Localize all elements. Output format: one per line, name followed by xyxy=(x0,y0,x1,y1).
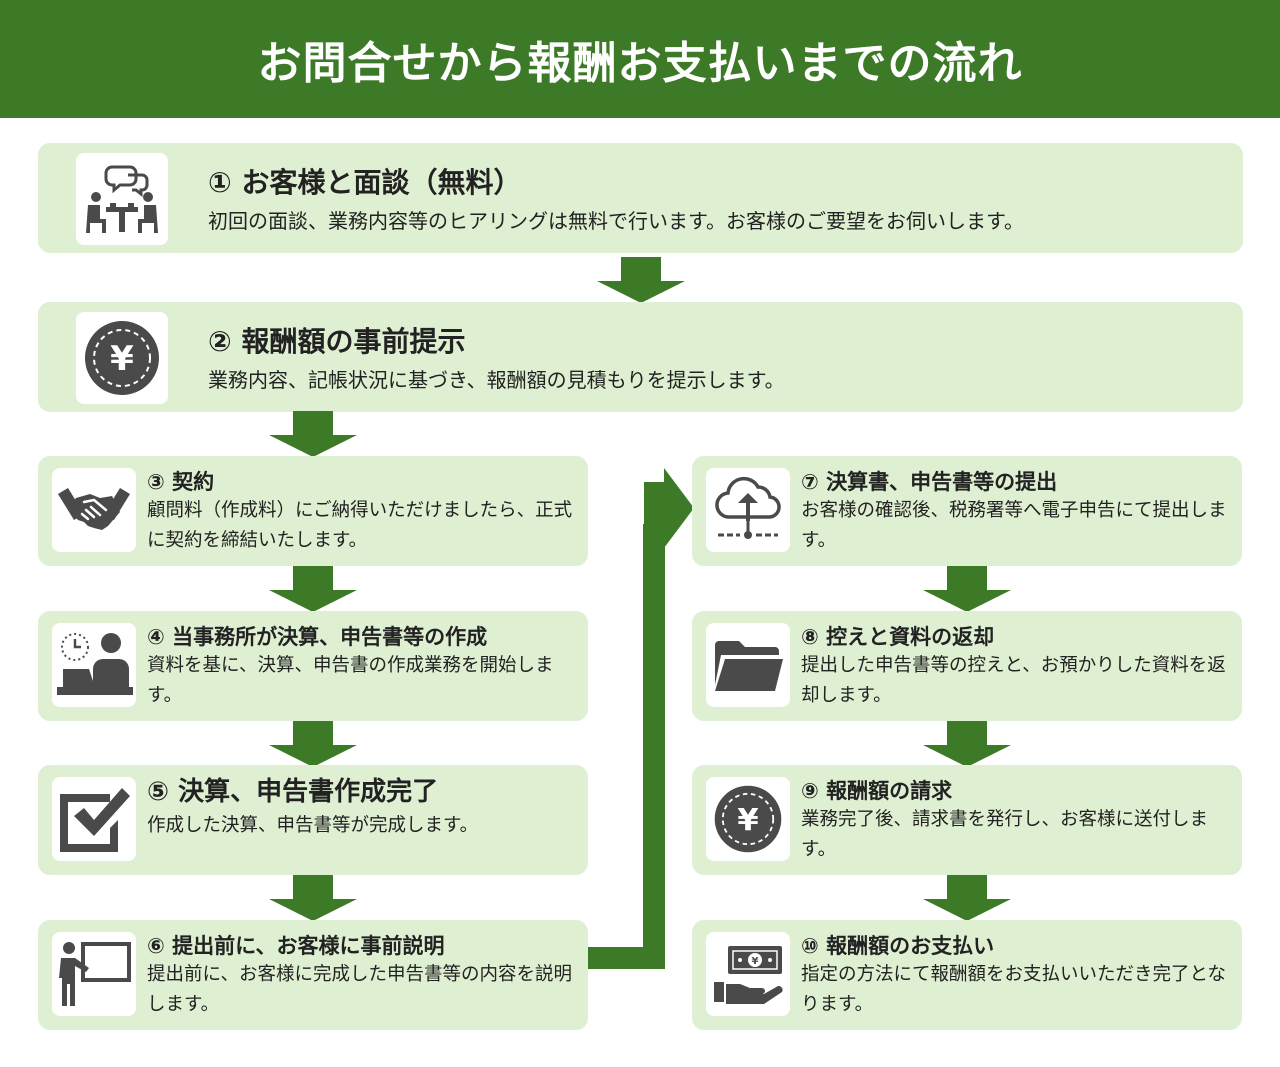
arrow-down-icon xyxy=(269,566,357,612)
step-8-desc: 提出した申告書等の控えと、お預かりした資料を返却します。 xyxy=(801,655,1226,706)
arrow-down-icon xyxy=(923,875,1011,921)
folder-icon xyxy=(706,623,790,707)
header-banner: お問合せから報酬お支払いまでの流れ xyxy=(0,0,1280,118)
arrow-down-icon xyxy=(269,721,357,767)
page-title: お問合せから報酬お支払いまでの流れ xyxy=(257,38,1023,89)
svg-text:¥: ¥ xyxy=(737,803,758,838)
step-9-card: ¥ ⑨ 報酬額の請求 業務完了後、請求書を発行し、お客様に送付します。 xyxy=(692,765,1242,875)
arrow-down-icon xyxy=(269,411,357,457)
step-5-title: ⑤ 決算、申告書作成完了 xyxy=(147,777,439,807)
step-9-title: ⑨ 報酬額の請求 xyxy=(801,779,953,803)
step-1-desc: 初回の面談、業務内容等のヒアリングは無料で行います。お客様のご要望をお伺いします… xyxy=(208,209,1024,233)
step-1-card: ① お客様と面談（無料） 初回の面談、業務内容等のヒアリングは無料で行います。お… xyxy=(38,143,1243,253)
svg-text:¥: ¥ xyxy=(110,339,134,379)
arrow-down-icon xyxy=(923,566,1011,612)
step-7-card: ⑦ 決算書、申告書等の提出 お客様の確認後、税務署等へ電子申告にて提出します。 xyxy=(692,456,1242,566)
step-2-title: ② 報酬額の事前提示 xyxy=(208,325,466,358)
step-10-title: ⑩ 報酬額のお支払い xyxy=(801,934,995,958)
presentation-icon xyxy=(52,932,136,1016)
handshake-icon xyxy=(52,468,136,552)
step-4-title: ④ 当事務所が決算、申告書等の作成 xyxy=(147,625,488,649)
step-3-card: ③ 契約 顧問料（作成料）にご納得いただけましたら、正式に契約を締結いたします。 xyxy=(38,456,588,566)
svg-text:¥: ¥ xyxy=(752,956,759,967)
step-2-card: ¥ ② 報酬額の事前提示 業務内容、記帳状況に基づき、報酬額の見積もりを提示しま… xyxy=(38,302,1243,412)
step-7-desc: お客様の確認後、税務署等へ電子申告にて提出します。 xyxy=(801,500,1227,551)
meeting-icon xyxy=(76,153,168,245)
yen-coin-icon: ¥ xyxy=(706,777,790,861)
step-1-title: ① お客様と面談（無料） xyxy=(208,166,522,199)
step-7-title: ⑦ 決算書、申告書等の提出 xyxy=(801,470,1058,494)
step-4-desc: 資料を基に、決算、申告書の作成業務を開始します。 xyxy=(147,655,554,706)
arrow-down-icon xyxy=(597,257,685,303)
step-8-title: ⑧ 控えと資料の返却 xyxy=(801,625,995,649)
arrow-down-icon xyxy=(269,875,357,921)
step-10-card: ¥ ⑩ 報酬額のお支払い 指定の方法にて報酬額をお支払いいただき完了となります。 xyxy=(692,920,1242,1030)
arrow-down-icon xyxy=(923,721,1011,767)
yen-coin-icon: ¥ xyxy=(76,312,168,404)
checkbox-icon xyxy=(52,777,136,861)
cloud-upload-icon xyxy=(706,468,790,552)
desk-work-icon xyxy=(52,623,136,707)
step-2-desc: 業務内容、記帳状況に基づき、報酬額の見積もりを提示します。 xyxy=(208,368,785,392)
step-6-card: ⑥ 提出前に、お客様に事前説明 提出前に、お客様に完成した申告書等の内容を説明し… xyxy=(38,920,588,1030)
step-6-title: ⑥ 提出前に、お客様に事前説明 xyxy=(147,934,445,958)
step-8-card: ⑧ 控えと資料の返却 提出した申告書等の控えと、お預かりした資料を返却します。 xyxy=(692,611,1242,721)
payment-hand-icon: ¥ xyxy=(706,932,790,1016)
connector-arrow-icon xyxy=(588,468,694,969)
step-3-desc: 顧問料（作成料）にご納得いただけましたら、正式に契約を締結いたします。 xyxy=(147,500,573,551)
step-5-desc: 作成した決算、申告書等が完成します。 xyxy=(147,815,479,836)
step-10-desc: 指定の方法にて報酬額をお支払いいただき完了となります。 xyxy=(801,964,1226,1015)
step-4-card: ④ 当事務所が決算、申告書等の作成 資料を基に、決算、申告書の作成業務を開始しま… xyxy=(38,611,588,721)
step-5-card: ⑤ 決算、申告書作成完了 作成した決算、申告書等が完成します。 xyxy=(38,765,588,875)
step-3-title: ③ 契約 xyxy=(147,470,215,494)
step-6-desc: 提出前に、お客様に完成した申告書等の内容を説明します。 xyxy=(147,964,572,1015)
step-9-desc: 業務完了後、請求書を発行し、お客様に送付します。 xyxy=(801,809,1209,860)
